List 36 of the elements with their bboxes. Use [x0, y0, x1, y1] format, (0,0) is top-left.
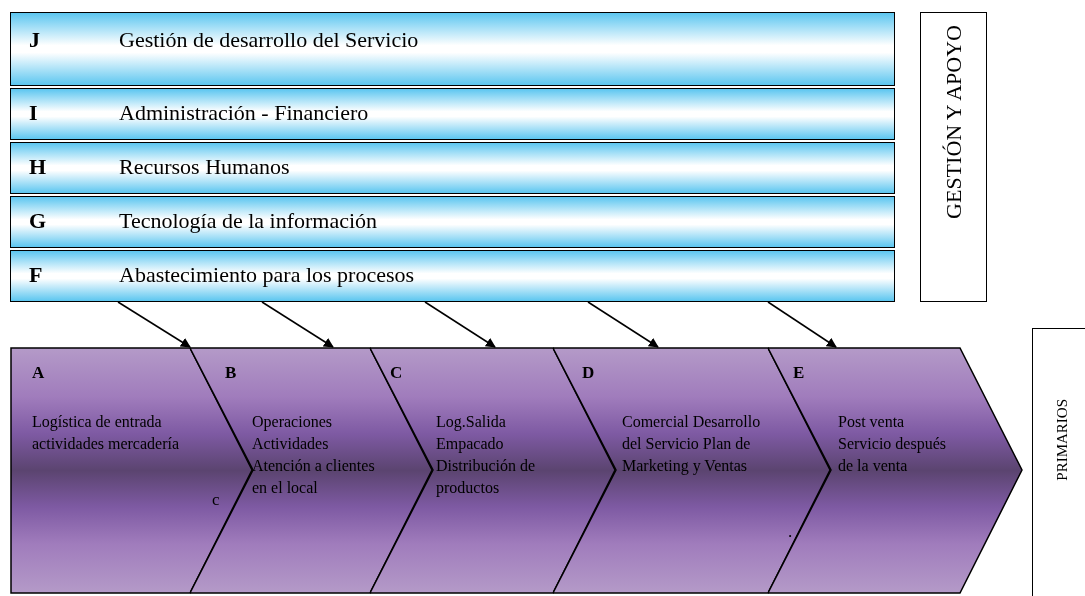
- stray-mark: .: [788, 522, 793, 542]
- arrow: [767, 301, 837, 348]
- activity-description: Log.Salida Empacado Distribución de productos: [436, 412, 537, 499]
- arrow: [261, 301, 334, 348]
- arrow: [117, 301, 191, 348]
- arrow: [587, 301, 659, 348]
- activity-description: Comercial Desarrollo del Servicio Plan de Marketing y Ventas: [622, 412, 762, 477]
- category-box: [920, 12, 987, 302]
- activity-letter: C: [390, 363, 403, 383]
- support-activity-band: [10, 250, 895, 302]
- activity-name: Tecnología de la información: [119, 208, 378, 234]
- activity-letter: F: [29, 262, 43, 288]
- activity-letter: D: [582, 363, 595, 383]
- category-label: PRIMARIOS: [1054, 399, 1071, 481]
- activity-letter: J: [29, 27, 40, 53]
- activity-name: Administración - Financiero: [119, 100, 369, 126]
- activity-letter: A: [32, 363, 45, 383]
- activity-description: Post venta Servicio después de la venta: [838, 412, 947, 476]
- activity-letter: B: [225, 363, 237, 383]
- support-activity-band: [10, 196, 895, 248]
- category-box: [1032, 328, 1085, 596]
- activity-name: Abastecimiento para los procesos: [119, 262, 415, 288]
- arrow: [424, 301, 496, 348]
- support-activity-band: [10, 88, 895, 140]
- activity-name: Recursos Humanos: [119, 154, 290, 180]
- activity-letter: I: [29, 100, 38, 126]
- category-label: GESTIÓN Y APOYO: [941, 25, 968, 219]
- activity-description: Logística de entrada actividades mercadería: [32, 412, 181, 454]
- support-activity-band: [10, 12, 895, 86]
- activity-description: Operaciones Actividades Atención a clientes en el local: [252, 412, 376, 498]
- support-activity-band: [10, 142, 895, 194]
- activity-letter: H: [29, 154, 47, 180]
- activity-letter: E: [793, 363, 805, 383]
- activity-name: Gestión de desarrollo del Servicio: [119, 27, 419, 53]
- activity-letter: G: [29, 208, 47, 234]
- stray-mark: c: [212, 490, 220, 510]
